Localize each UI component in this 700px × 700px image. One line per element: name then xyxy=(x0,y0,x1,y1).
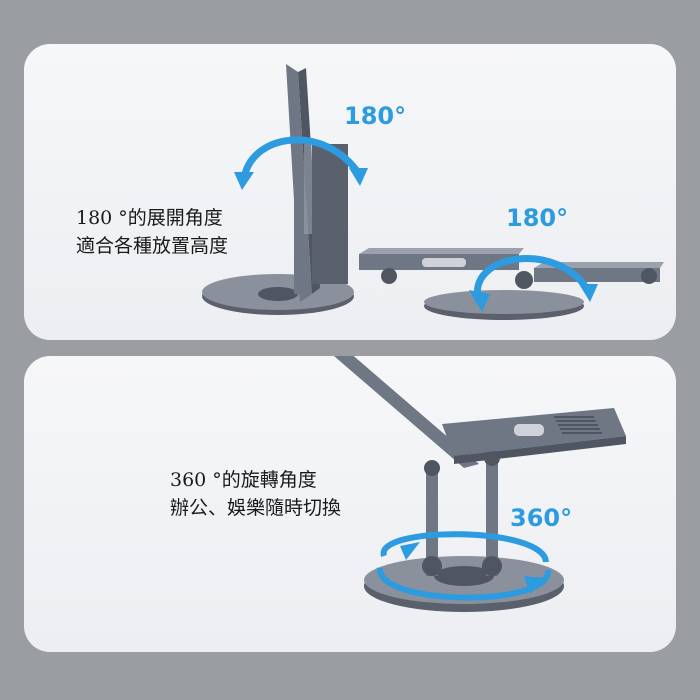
rotate-arrow-icon xyxy=(240,136,362,181)
laptop-screen xyxy=(334,356,479,468)
swivel-post-right xyxy=(486,456,498,576)
rotate-arrow-icon-right xyxy=(473,255,593,304)
swivel-post-left xyxy=(426,466,438,576)
unfold-illustration xyxy=(202,64,664,320)
caption-unfold-line1: 180 °的展開角度 xyxy=(76,207,223,229)
caption-unfold: 180 °的展開角度 適合各種放置高度 xyxy=(76,204,228,260)
panel-swivel-angle: 360 °的旋轉角度 辦公、娛樂隨時切換 360° xyxy=(24,356,676,652)
caption-unfold-line2: 適合各種放置高度 xyxy=(76,235,229,257)
panel-unfold-angle: 180 °的展開角度 適合各種放置高度 180° 180° xyxy=(24,44,676,340)
swivel-arrow-icon xyxy=(380,531,549,563)
laptop-tray-vertical xyxy=(286,64,312,302)
caption-swivel-line1: 360 °的旋轉角度 xyxy=(170,469,317,491)
angle-badge-swivel: 360° xyxy=(510,504,573,532)
angle-badge-right: 180° xyxy=(506,204,569,232)
angle-badge-left: 180° xyxy=(344,102,407,130)
swivel-illustration xyxy=(334,356,626,612)
caption-swivel: 360 °的旋轉角度 辦公、娛樂隨時切換 xyxy=(170,466,341,522)
caption-swivel-line2: 辦公、娛樂隨時切換 xyxy=(170,497,342,519)
